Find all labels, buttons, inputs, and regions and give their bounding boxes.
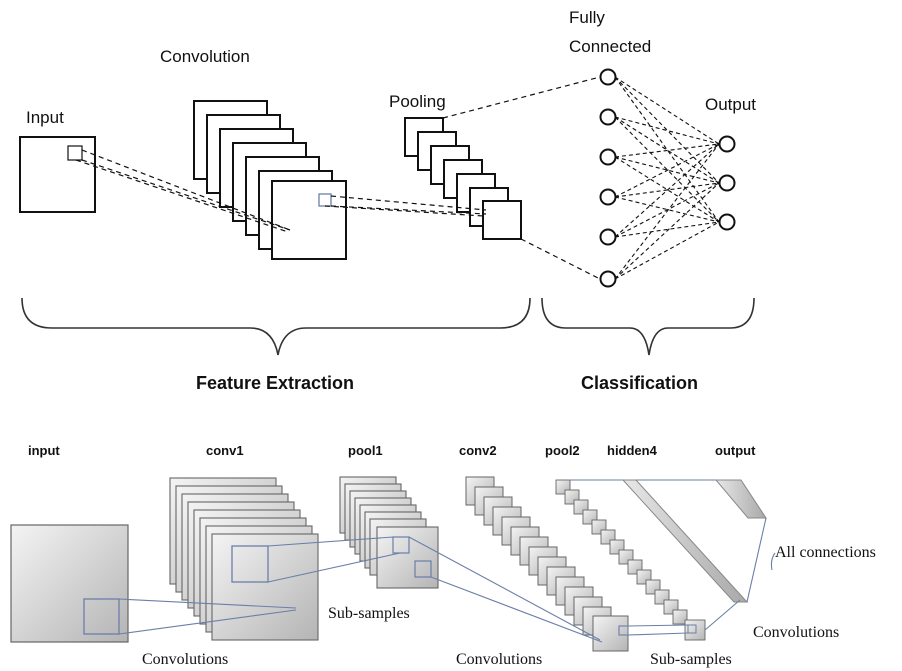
fc-to-output-connections <box>614 76 720 280</box>
output-node <box>718 135 736 153</box>
bottom-input-patch <box>83 598 120 635</box>
conv-to-pool-connections <box>324 195 487 217</box>
input-image <box>19 136 96 213</box>
fully-connected-nodes <box>599 68 617 288</box>
label-connected: Connected <box>569 37 651 56</box>
hidden4-to-output-connections <box>636 479 776 603</box>
input-to-conv-connections <box>75 149 291 233</box>
label-sub-samples-1: Sub-samples <box>328 605 410 622</box>
pool1-patch <box>392 536 410 554</box>
conv2-patch <box>618 625 629 636</box>
fc-node <box>599 68 617 86</box>
fc-node <box>599 228 617 246</box>
bottom-input-image <box>10 524 129 643</box>
pool1-patch-2 <box>414 560 432 578</box>
input-receptive-field <box>67 145 83 161</box>
pool1-to-conv2-connections <box>408 536 603 643</box>
label-bottom-output: output <box>715 443 756 458</box>
output-node <box>718 174 736 192</box>
fc-node <box>599 270 617 288</box>
label-convolutions-1: Convolutions <box>142 651 228 668</box>
label-classification: Classification <box>581 373 698 393</box>
label-convolutions-2: Convolutions <box>456 651 542 668</box>
label-all-connections: All connections <box>775 544 876 561</box>
label-conv1: conv1 <box>206 443 244 458</box>
pool2-to-hidden4-connections <box>570 479 741 631</box>
pool2-patch <box>687 624 697 634</box>
pool-to-fc-connections <box>442 76 601 280</box>
conv-receptive-field <box>318 193 332 207</box>
label-hidden4: hidden4 <box>607 443 658 458</box>
classification-brace <box>541 297 755 356</box>
conv1-patch <box>231 545 269 583</box>
convolution-feature-maps <box>193 100 347 260</box>
label-input: Input <box>26 108 64 127</box>
top-diagram: Input Convolution Pooling <box>19 8 756 393</box>
conv2-feature-maps <box>465 476 629 652</box>
fc-node <box>599 148 617 166</box>
output-nodes <box>718 135 736 231</box>
conv1-to-pool1-connections <box>267 536 401 583</box>
pooling-feature-maps <box>404 117 522 240</box>
pool2-feature-maps <box>555 479 706 641</box>
label-bottom-input: input <box>28 443 60 458</box>
label-pooling: Pooling <box>389 92 446 111</box>
label-feature-extraction: Feature Extraction <box>196 373 354 393</box>
label-convolutions-3: Convolutions <box>753 624 839 641</box>
fc-node <box>599 108 617 126</box>
label-fully: Fully <box>569 8 605 27</box>
bottom-diagram: input conv1 pool1 conv2 pool2 hidden4 ou… <box>10 443 876 668</box>
conv1-feature-maps <box>169 477 319 641</box>
conv2-to-pool2-connections <box>627 624 689 636</box>
label-output: Output <box>705 95 756 114</box>
label-sub-samples-2: Sub-samples <box>650 651 732 668</box>
pool1-feature-maps <box>339 476 439 589</box>
label-pool1: pool1 <box>348 443 383 458</box>
input-to-conv1-connections <box>118 598 297 635</box>
fc-node <box>599 188 617 206</box>
label-conv2: conv2 <box>459 443 497 458</box>
output-node <box>718 213 736 231</box>
label-convolution: Convolution <box>160 47 250 66</box>
feature-extraction-brace <box>21 297 531 356</box>
label-pool2: pool2 <box>545 443 580 458</box>
output-layer <box>714 479 767 519</box>
